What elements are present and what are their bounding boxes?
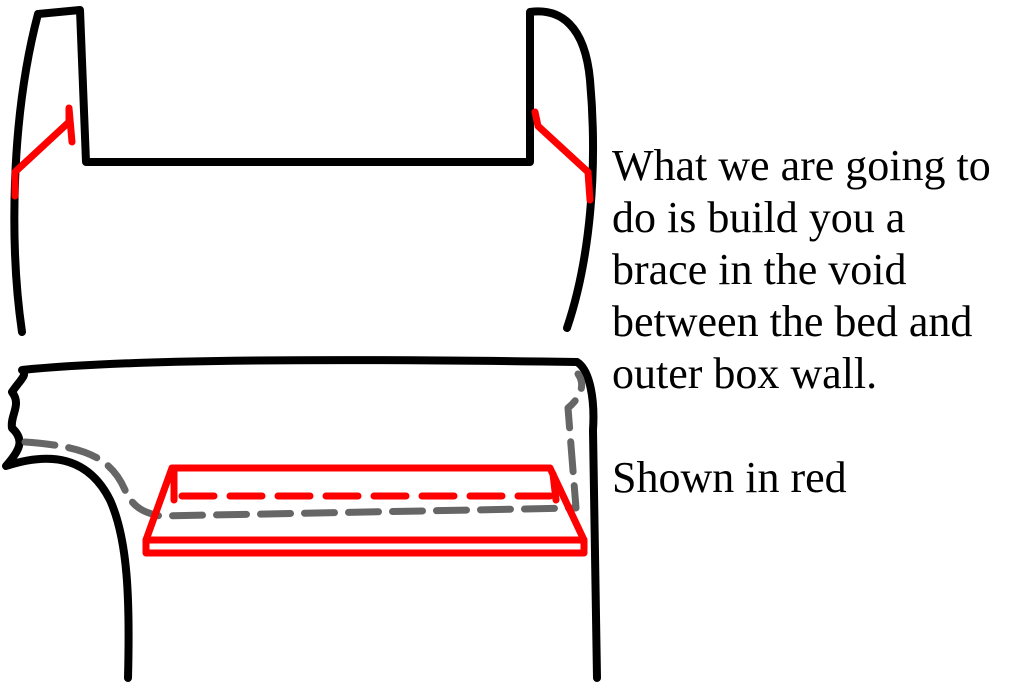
shown-in-red-note: Shown in red [612, 452, 847, 504]
bed-left-wall-outline [10, 6, 598, 336]
top-view-truck-bed [10, 6, 598, 336]
brace-right-end [549, 470, 560, 504]
explanation-line-2: do is build you a [612, 193, 906, 242]
red-brace [142, 464, 588, 557]
brace-front-face [142, 536, 588, 557]
inner-bed-hidden-line [21, 370, 586, 520]
brace-left-top [11, 104, 76, 200]
note-text: Shown in red [612, 453, 847, 502]
explanation-line-5: outer box wall. [612, 349, 878, 398]
explanation-text: What we are going to do is build you a b… [612, 140, 991, 400]
explanation-line-4: between the bed and [612, 297, 973, 346]
explanation-line-1: What we are going to [612, 141, 991, 190]
bed-side-outline [2, 356, 601, 682]
side-view-truck-bed [2, 356, 601, 682]
brace-right-top [531, 108, 594, 204]
explanation-line-3: brace in the void [612, 245, 907, 294]
brace-top-outline [142, 464, 588, 544]
